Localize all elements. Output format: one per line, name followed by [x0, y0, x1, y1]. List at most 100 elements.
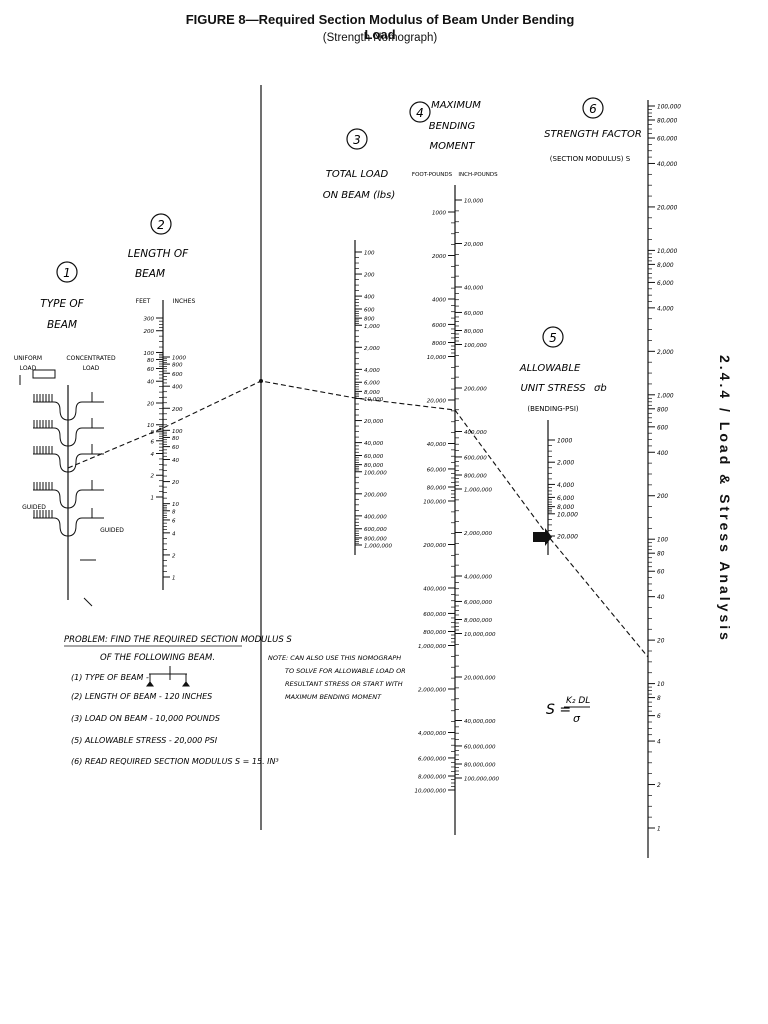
momin-tick-label-8: 600,000 — [464, 455, 487, 461]
strength-tick-label-20: 10 — [657, 682, 665, 688]
momin-tick-label-14: 8,000,000 — [464, 618, 492, 624]
uniform-link-4 — [53, 517, 69, 537]
inch-tick-label-1: 800 — [172, 363, 183, 369]
solution-line — [67, 380, 649, 658]
feet-tick-label-9: 6 — [151, 439, 155, 445]
concentrated-beam-icon-3 — [67, 480, 104, 509]
conc-link-3 — [67, 489, 83, 509]
strength-label-2: (SECTION MODULUS) S — [550, 155, 631, 163]
scale-2-circle — [150, 213, 172, 235]
inch-tick-label-5: 100 — [172, 429, 183, 435]
feet-tick-label-7: 10 — [147, 423, 154, 429]
strength-tick-label-8: 4,000 — [657, 306, 674, 312]
scale-5-circle — [542, 326, 564, 348]
stress-sigma: σb — [594, 383, 607, 394]
scale-4-circle — [409, 101, 431, 123]
feet-tick-label-3: 80 — [147, 358, 154, 364]
strength-tick-label-2: 60,000 — [657, 137, 678, 143]
problem-step-2: (2) LENGTH OF BEAM - 120 INCHES — [71, 692, 212, 701]
strength-tick-label-14: 200 — [657, 494, 668, 500]
length-label-2: BEAM — [135, 268, 165, 280]
concentrated-beam-icon-4 — [67, 508, 104, 537]
uniform-link-1 — [53, 427, 69, 447]
load-tick-label-10: 10,000 — [364, 397, 384, 403]
strength-tick-label-22: 6 — [657, 714, 661, 720]
formula-denominator: σ — [573, 712, 581, 725]
momft-tick-label-10: 100,000 — [423, 500, 446, 506]
load-tick-label-7: 4,000 — [364, 368, 380, 374]
problem-step-4: (5) ALLOWABLE STRESS - 20,000 PSI — [71, 736, 218, 745]
moment-label-2: BENDING — [429, 121, 476, 132]
problem-beam-icon — [146, 666, 190, 687]
feet-tick-label-5: 40 — [147, 380, 154, 386]
strength-tick-label-12: 600 — [657, 425, 668, 431]
beam-type-label-1: TYPE OF — [40, 298, 84, 310]
beam-type-scale: 1 TYPE OF BEAM UNIFORM LOAD CONCENTRATED… — [14, 261, 124, 607]
strength-tick-label-19: 20 — [657, 639, 665, 645]
stress-tick-label-0: 1000 — [557, 438, 572, 445]
feet-tick-label-4: 60 — [147, 367, 154, 373]
base-line-2 — [83, 597, 93, 607]
strength-tick-label-11: 800 — [657, 407, 668, 413]
scale-1-number: 1 — [63, 266, 71, 280]
scale-2-number: 2 — [157, 218, 165, 232]
stress-label-3: (BENDING-PSI) — [527, 405, 579, 413]
total-load-scale: 3 TOTAL LOAD ON BEAM (lbs) — [323, 128, 396, 201]
load-tick-label-8: 6,000 — [364, 381, 380, 387]
conc-link-0 — [67, 401, 83, 421]
problem-step-1: (1) TYPE OF BEAM - — [71, 673, 149, 682]
scale-6-circle — [582, 97, 604, 119]
length-scale: 2 LENGTH OF BEAM FEET INCHES — [128, 213, 195, 305]
problem-step-3: (3) LOAD ON BEAM - 10,000 POUNDS — [71, 714, 220, 723]
total-load-label-1: TOTAL LOAD — [326, 169, 389, 180]
beam-top-block — [32, 369, 56, 379]
nomograph-ticks: 3002001008060402010864211000800600400200… — [144, 105, 682, 833]
concentrated-load-label-2: LOAD — [83, 365, 100, 372]
momft-tick-label-20: 10,000,000 — [415, 789, 447, 795]
momft-tick-label-3: 6000 — [432, 323, 446, 329]
problem-step-5: (6) READ REQUIRED SECTION MODULUS S = 15… — [71, 757, 279, 766]
momin-tick-label-3: 60,000 — [464, 311, 484, 317]
scale-3-circle — [346, 128, 368, 150]
momin-tick-label-0: 10,000 — [464, 199, 484, 205]
stress-tick-label-2: 4,000 — [557, 482, 574, 489]
concentrated-beam-icon-2 — [67, 444, 104, 473]
load-tick-label-14: 80,000 — [364, 463, 384, 469]
momft-tick-label-1: 2000 — [432, 254, 446, 260]
inch-tick-label-6: 80 — [172, 436, 179, 442]
uniform-beam-icon-4 — [33, 510, 69, 537]
formula-lhs: S = — [546, 702, 571, 718]
feet-tick-label-11: 2 — [151, 474, 155, 480]
momft-tick-label-12: 400,000 — [423, 586, 446, 592]
note-block: NOTE: CAN ALSO USE THIS NOMOGRAPH TO SOL… — [268, 654, 406, 701]
load-tick-label-11: 20,000 — [364, 419, 384, 425]
guided-left-label: GUIDED — [22, 504, 46, 511]
momin-tick-label-10: 1,000,000 — [464, 488, 492, 494]
note-line-4: MAXIMUM BENDING MOMENT — [285, 693, 382, 701]
total-load-label-2: ON BEAM (lbs) — [323, 190, 396, 201]
feet-tick-label-2: 100 — [144, 351, 155, 357]
stress-scale: 5 ALLOWABLE UNIT STRESS σb (BENDING-PSI) — [519, 326, 607, 546]
strength-tick-label-6: 8,000 — [657, 263, 674, 269]
feet-tick-label-1: 200 — [144, 329, 155, 335]
moment-scale: 4 MAXIMUM BENDING MOMENT FOOT-POUNDS INC… — [409, 100, 498, 178]
momft-tick-label-9: 80,000 — [427, 485, 447, 491]
uniform-beam-icon-2 — [33, 446, 69, 473]
momin-tick-label-13: 6,000,000 — [464, 600, 492, 606]
figure-title: FIGURE 8—Required Section Modulus of Bea… — [185, 12, 575, 42]
strength-tick-label-5: 10,000 — [657, 249, 678, 255]
formula-numerator: K₂ DL — [566, 696, 590, 706]
load-tick-label-2: 400 — [364, 295, 375, 301]
strength-tick-label-10: 1,000 — [657, 393, 674, 399]
load-tick-label-17: 400,000 — [364, 514, 387, 520]
feet-tick-label-10: 4 — [151, 452, 155, 458]
scale-6-number: 6 — [589, 102, 597, 116]
nomograph-axes — [162, 85, 649, 858]
moment-label-3: MOMENT — [429, 141, 475, 152]
load-tick-label-3: 600 — [364, 307, 375, 313]
problem-heading: PROBLEM: FIND THE REQUIRED SECTION MODUL… — [64, 635, 292, 645]
strength-label-1: STRENGTH FACTOR — [544, 129, 642, 140]
conc-link-1 — [67, 427, 83, 447]
momin-tick-label-9: 800,000 — [464, 473, 487, 479]
momin-tick-label-12: 4,000,000 — [464, 574, 492, 580]
